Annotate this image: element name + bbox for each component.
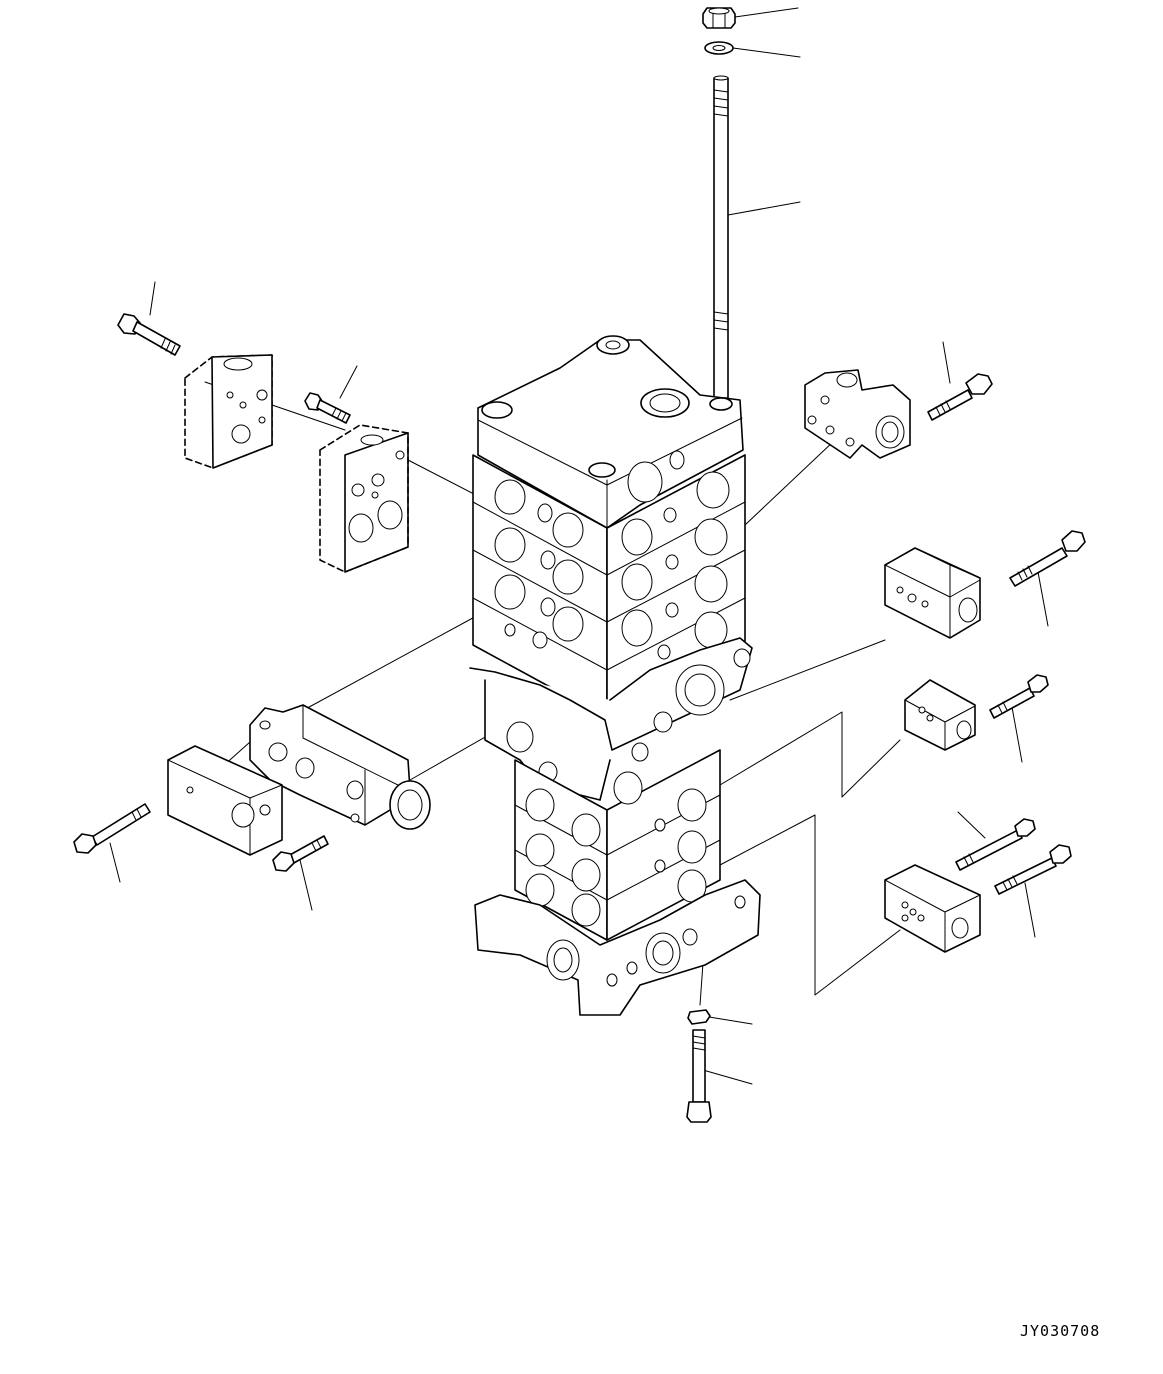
valve-cover-upper-left (184, 354, 273, 469)
cap-screw-upper-left (117, 313, 181, 356)
pilot-block-upper-right (804, 369, 911, 459)
leader-lines (109, 7, 1049, 1085)
washer (704, 41, 734, 55)
cap-screw-upper-center (304, 392, 351, 424)
cap-screw-right-1 (1009, 530, 1086, 587)
cap-screw-right-4 (994, 844, 1072, 895)
block-right-1 (884, 547, 981, 639)
cap-screw-lower-left (73, 803, 151, 854)
control-valve-body (469, 335, 761, 1016)
assembly-lines (184, 381, 901, 1006)
tie-bolt (713, 75, 729, 399)
cap-screw-upper-right (927, 373, 993, 421)
cap-screw-lower-center (272, 835, 329, 872)
lower-bolt (686, 1029, 712, 1123)
valve-block-left (167, 745, 283, 856)
drawing-id-label: JY030708 (1020, 1322, 1101, 1340)
hex-nut (702, 7, 736, 29)
cap-screw-right-3 (955, 818, 1036, 871)
block-right-3 (884, 864, 981, 953)
relief-valve-left (249, 704, 431, 830)
valve-cover-upper-center (319, 424, 409, 573)
cap-screw-right-2 (989, 674, 1049, 719)
lower-nut (687, 1009, 711, 1025)
block-right-2 (904, 679, 976, 751)
